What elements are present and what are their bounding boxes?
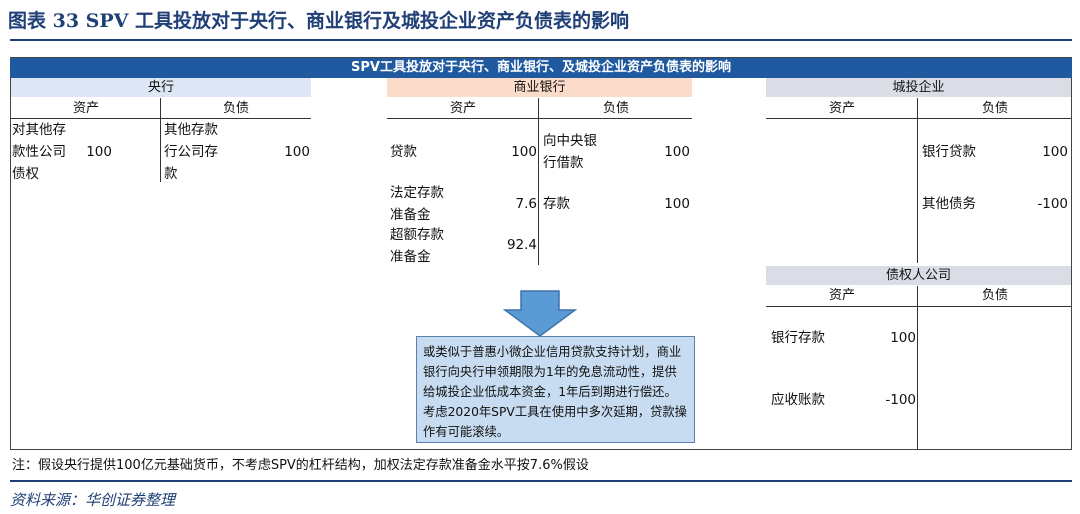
commercial-bank-asset-required-reserve-name: 法定存款 准备金 [390,185,444,223]
commercial-bank-asset-loan-value: 100 [511,144,537,160]
creditor-asset-bank-deposit-value: 100 [890,330,916,346]
commercial-bank-asset-excess-reserve-name: 超额存款 准备金 [390,227,444,265]
footer-rule [10,480,1072,482]
central-bank-asset-value: 100 [86,144,112,160]
lgfv-liability-other-debt-value: -100 [1037,196,1068,212]
lgfv-header: 城投企业 [766,78,1071,97]
title-rule [10,39,1072,41]
creditor-asset-receivables-name: 应收账款 [771,392,825,408]
commercial-bank-liabilities-label: 负债 [602,101,629,116]
central-bank-assets-label: 资产 [72,101,99,116]
creditor-asset-receivables-value: -100 [885,392,916,408]
central-bank-asset-name: 对其他存 款性公司 债权 [12,122,66,182]
commercial-bank-asset-excess-reserve-value: 92.4 [506,237,537,253]
central-bank-t-horizontal [11,118,311,119]
creditor-t-horizontal [766,306,1071,307]
note-box: 或类似于普惠小微企业信用贷款支持计划，商业银行向央行申领期限为1年的免息流动性，… [416,336,695,443]
commercial-bank-t-horizontal [387,118,692,119]
lgfv-liability-bank-loan-name: 银行贷款 [922,144,976,160]
central-bank-t-vertical [160,98,161,182]
creditor-header: 债权人公司 [766,266,1071,285]
creditor-liabilities-label: 负债 [981,288,1008,303]
figure-title: 图表 33 SPV 工具投放对于央行、商业银行及城投企业资产负债表的影响 [8,10,630,32]
diagram-banner: SPV工具投放对于央行、商业银行、及城投企业资产负债表的影响 [10,58,1072,78]
commercial-bank-liability-deposit-name: 存款 [543,196,570,212]
lgfv-t-horizontal [766,118,1071,119]
creditor-asset-bank-deposit-name: 银行存款 [771,330,825,346]
creditor-assets-label: 资产 [828,288,855,303]
lgfv-liability-bank-loan-value: 100 [1042,144,1068,160]
lgfv-liability-other-debt-name: 其他债务 [922,196,976,212]
central-bank-header: 央行 [11,78,311,97]
footnote: 注：假设央行提供100亿元基础货币，不考虑SPV的杠杆结构，加权法定存款准备金水… [12,458,589,473]
source-note: 资料来源：华创证券整理 [10,491,176,509]
commercial-bank-liability-pboc-borrowing-name: 向中央银 行借款 [543,133,597,171]
commercial-bank-asset-required-reserve-value: 7.6 [515,196,537,212]
lgfv-t-vertical [917,98,918,263]
commercial-bank-assets-label: 资产 [449,101,476,116]
commercial-bank-asset-loan-name: 贷款 [390,144,417,160]
down-arrow-icon [503,290,577,337]
central-bank-liability-value: 100 [284,144,310,160]
central-bank-liabilities-label: 负债 [222,101,249,116]
commercial-bank-liability-pboc-borrowing-value: 100 [664,144,690,160]
lgfv-liabilities-label: 负债 [981,101,1008,116]
diagram-frame [10,57,1072,450]
commercial-bank-t-vertical [538,98,539,265]
central-bank-liability-name: 其他存款 行公司存 款 [164,122,218,182]
commercial-bank-header: 商业银行 [387,78,692,97]
commercial-bank-liability-deposit-value: 100 [664,196,690,212]
lgfv-assets-label: 资产 [828,101,855,116]
creditor-t-vertical [917,286,918,449]
